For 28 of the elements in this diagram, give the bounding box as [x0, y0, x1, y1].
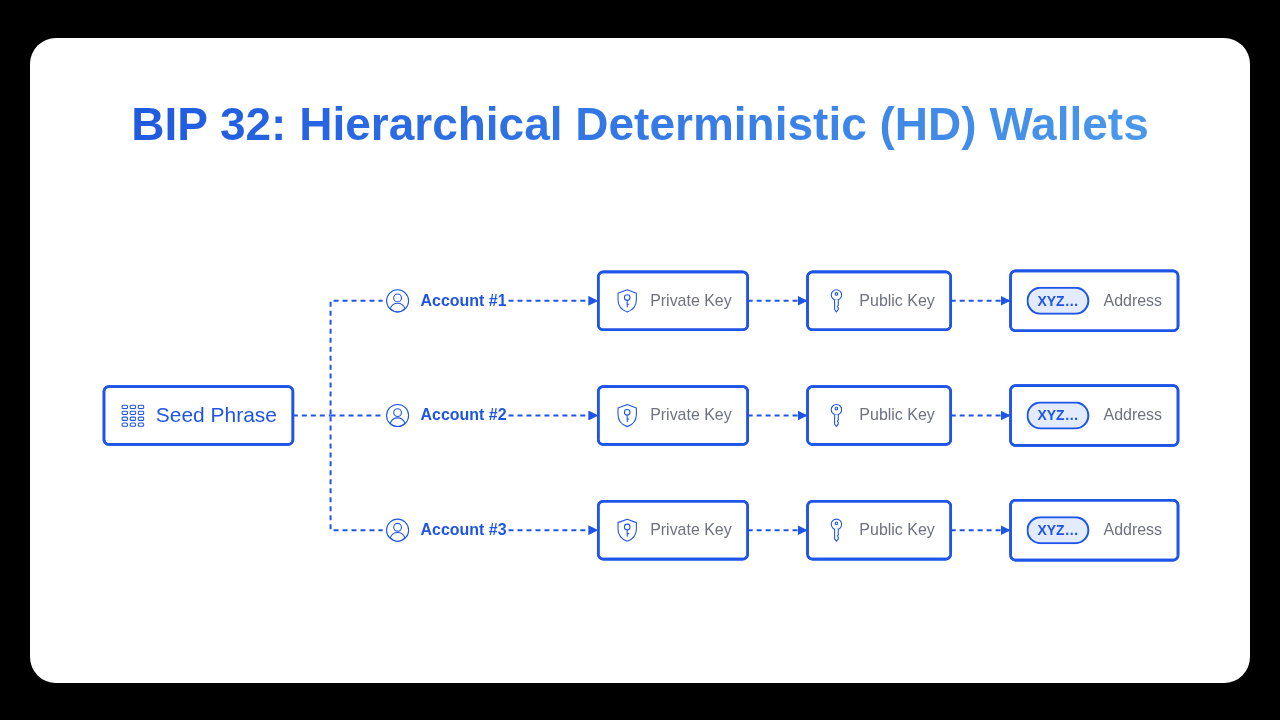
address-tag: XYZ… [1026, 286, 1090, 315]
box-label: Public Key [859, 405, 935, 426]
private-key-box [597, 499, 749, 561]
public-key-box [806, 385, 952, 446]
box-label: Private Key [650, 520, 732, 541]
dashed-line [329, 299, 384, 416]
account-label: Account #3 [420, 520, 507, 541]
private-key-box [597, 270, 749, 332]
box-label: Private Key [650, 290, 732, 311]
account-label: Account #2 [420, 405, 507, 426]
address-box [1009, 498, 1180, 562]
address-box [1009, 384, 1180, 447]
box-label: Public Key [859, 520, 935, 541]
seed-phrase-box [102, 385, 295, 446]
address-tag: XYZ… [1026, 401, 1090, 430]
public-key-box [806, 270, 952, 332]
box-label: Address [1103, 520, 1163, 541]
private-key-box [597, 385, 749, 446]
box-label: Public Key [859, 290, 935, 311]
box-label: Private Key [650, 405, 732, 426]
account-label: Account #1 [420, 290, 507, 311]
dashed-line [329, 415, 384, 532]
box-label: Address [1103, 405, 1163, 426]
box-label: Seed Phrase [155, 403, 277, 428]
box-label: Address [1103, 290, 1163, 311]
public-key-box [806, 499, 952, 561]
address-tag: XYZ… [1026, 516, 1090, 545]
address-box [1009, 269, 1180, 333]
